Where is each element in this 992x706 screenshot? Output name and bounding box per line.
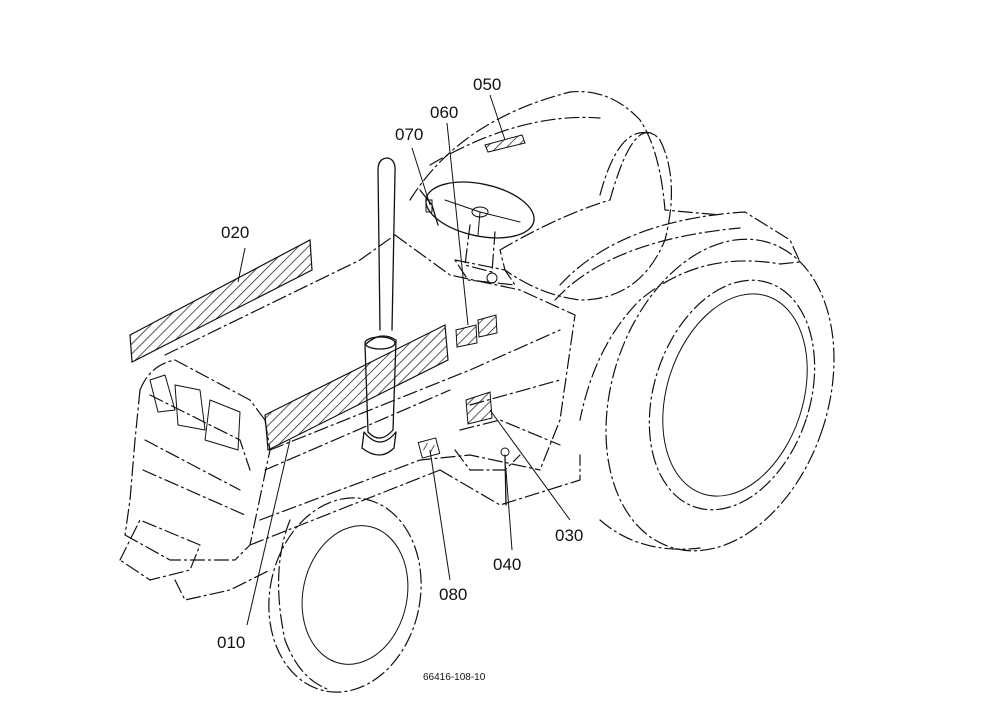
decal-010 xyxy=(264,324,449,451)
tractor-body xyxy=(119,90,721,601)
front-wheel xyxy=(268,497,422,693)
decal-panel-b xyxy=(477,314,498,338)
decal-panel-a xyxy=(455,324,478,348)
label-080: 080 xyxy=(439,585,467,604)
label-060: 060 xyxy=(430,103,458,122)
exhaust-muffler xyxy=(361,157,397,456)
decal-030 xyxy=(465,391,493,425)
seat xyxy=(499,131,673,301)
label-030: 030 xyxy=(555,526,583,545)
leader-lines xyxy=(237,94,571,626)
step-040 xyxy=(454,447,521,506)
label-040: 040 xyxy=(493,555,521,574)
drawing-code: 66416-108-10 xyxy=(423,672,486,683)
decal-050 xyxy=(484,134,526,153)
rear-fender xyxy=(554,211,801,421)
rear-wheel xyxy=(599,238,835,552)
label-050: 050 xyxy=(473,75,501,94)
label-070: 070 xyxy=(395,125,423,144)
decal-020 xyxy=(129,239,313,363)
steering-assembly xyxy=(419,181,535,286)
label-010: 010 xyxy=(217,633,245,652)
decal-080 xyxy=(417,437,441,459)
label-020: 020 xyxy=(221,223,249,242)
